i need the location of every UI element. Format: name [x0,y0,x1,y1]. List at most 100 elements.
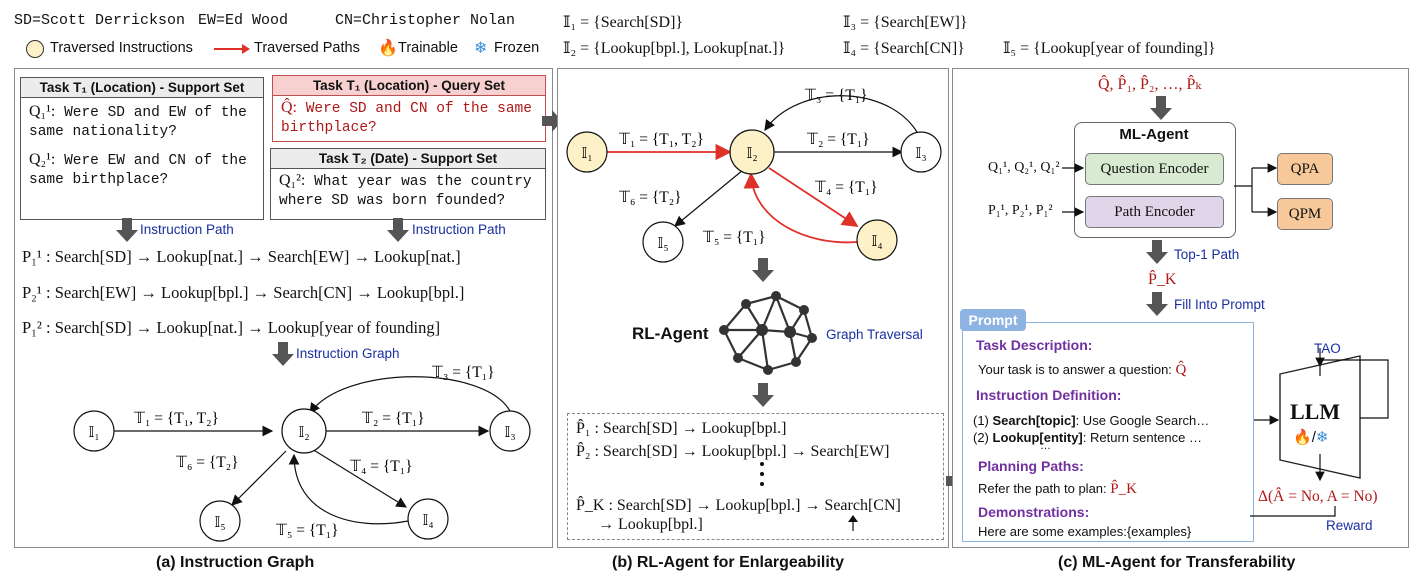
top1-path-label: Top-1 Path [1174,247,1240,262]
reward-label: Reward [1326,518,1373,533]
legend-trainable: Trainable [398,40,458,56]
candidate-path-k-cont: → Lookup[bpl.] [598,516,703,533]
node-i1-label: 𝕀₁ [88,425,99,441]
legend-traversed-paths: Traversed Paths [254,40,360,56]
candidate-path-k: P̂_K : Search[SD] → Lookup[bpl.] → Searc… [576,497,901,514]
flame-icon: 🔥 [378,40,398,57]
node-i5-label: 𝕀₅ [214,515,225,531]
date-support-set-box: Task T₂ (Date) - Support Set Q₁²: What y… [270,148,546,220]
edge-t5-label: 𝕋₅ = {T₁} [275,522,339,539]
node-b-i3 [900,131,942,173]
down-arrow-icon [1146,292,1168,316]
selected-path-label: P̂_K [1148,271,1177,288]
caption-b: (b) RL-Agent for Enlargeability [612,554,844,571]
traversed-node-swatch [26,40,44,58]
edge-b-3-2 [764,95,918,133]
edge-b-t4-label: 𝕋₄ = {T₁} [814,179,878,196]
instruction-def-1: (1) Search[topic]: Use Google Search… [973,413,1210,428]
legend-traversed-instructions: Traversed Instructions [50,40,193,56]
date-question: Q₁²: What year was the country where SD … [279,172,532,209]
qpa-box: QPA [1277,153,1333,185]
tao-label: TAO [1314,341,1341,356]
vertical-ellipsis [760,462,764,486]
node-b-i5 [642,221,684,263]
demonstrations-heading: Demonstrations: [978,504,1090,520]
instruction-path-label-1: Instruction Path [140,222,234,237]
node-i4 [407,498,449,540]
set-i4: 𝕀₄ = {Search[CN]} [843,40,965,57]
llm-status-icons: 🔥/❄ [1293,429,1329,446]
edge-b-t5-label: 𝕋₅ = {T₁} [702,229,766,246]
node-b-i4 [856,219,898,261]
instruction-definition-heading: Instruction Definition: [976,387,1122,403]
node-i1 [73,410,115,452]
edge-b-t2-label: 𝕋₂ = {T₁} [806,131,870,148]
snowflake-icon: ❄ [474,40,488,57]
support-question-1: Q₁¹: Were SD and EW of the same national… [29,103,247,140]
node-i5 [199,500,241,542]
flame-icon: 🔥 [1293,429,1312,446]
down-arrow-icon [272,342,294,366]
path-inputs: P₁¹, P₂¹, P₁² [988,203,1053,218]
edge-2-5 [231,450,287,506]
legend-frozen: Frozen [494,40,540,56]
abbrev-sd: SD=Scott Derrickson [14,12,186,29]
prompt-tag: Prompt [960,309,1026,331]
caption-c: (c) ML-Agent for Transferability [1058,554,1296,571]
abbrev-ew: EW=Ed Wood [198,12,289,29]
red-arrow-icon [214,44,250,54]
node-i3-label: 𝕀₃ [504,425,515,441]
node-b-i1-label: 𝕀₁ [581,146,592,162]
down-arrow-icon [1150,96,1172,120]
query-question: Q̂: Were SD and CN of the same birthplac… [281,99,532,136]
rl-agent-label: RL-Agent [632,324,709,343]
question-inputs: Q₁¹, Q₂¹, Q₁² [988,160,1060,175]
down-arrow-icon [752,258,774,282]
support-set-title: Task T₁ (Location) - Support Set [21,78,263,98]
ml-agent-title: ML-Agent [1119,126,1189,143]
edge-2-4 [311,448,408,508]
candidate-path-1: P̂₁ : Search[SD] → Lookup[bpl.] [576,420,787,437]
support-set-box: Task T₁ (Location) - Support Set Q₁¹: We… [20,77,264,220]
candidate-path-2: P̂₂ : Search[SD] → Lookup[bpl.] → Search… [576,443,890,460]
instruction-def-2: (2) Lookup[entity]: Return sentence … [973,430,1202,445]
down-arrow-icon [387,218,409,242]
edge-t2-label: 𝕋₂ = {T₁} [361,410,425,427]
instruction-graph-label: Instruction Graph [296,346,400,361]
neural-network-icon [719,291,817,375]
node-i2-label: 𝕀₂ [298,425,309,441]
path-encoder: Path Encoder [1085,196,1224,228]
reward-delta: Δ(Â = No, A = No) [1258,488,1378,505]
node-i2 [281,408,327,454]
prompt-box [962,322,1254,542]
node-b-i4-label: 𝕀₄ [871,234,882,250]
date-support-title: Task T₂ (Date) - Support Set [271,149,545,169]
down-arrow-icon [116,218,138,242]
down-arrow-icon [752,383,774,407]
edge-b-t1-label: 𝕋₁ = {T₁, T₂} [618,131,704,148]
planning-paths-text: Refer the path to plan: P̂_K [978,481,1137,497]
demonstrations-text: Here are some examples:{examples} [978,524,1192,539]
path-p2: P₂¹ : Search[EW] → Lookup[bpl.] → Search… [22,283,465,302]
support-question-2: Q₂¹: Were EW and CN of the same birthpla… [29,151,247,188]
set-i5: 𝕀₅ = {Lookup[year of founding]} [1003,40,1216,57]
candidate-paths-box [567,413,944,540]
qpm-box: QPM [1277,198,1333,230]
path-p1: P₁¹ : Search[SD] → Lookup[nat.] → Search… [22,247,461,266]
query-set-title: Task T₁ (Location) - Query Set [273,76,545,96]
down-arrow-icon [1146,240,1168,264]
graph-traversal-label: Graph Traversal [826,327,923,342]
node-b-i2 [729,129,775,175]
question-encoder: Question Encoder [1085,153,1224,185]
snowflake-icon: ❄ [1315,429,1329,446]
llm-diagram [1250,348,1389,517]
instruction-def-ellipsis: … [1040,440,1051,452]
fill-into-prompt-label: Fill Into Prompt [1174,297,1265,312]
node-b-i3-label: 𝕀₃ [915,146,926,162]
node-b-i5-label: 𝕀₅ [657,236,668,252]
caption-a: (a) Instruction Graph [156,554,315,571]
task-description-heading: Task Description: [976,337,1093,353]
set-i2: 𝕀₂ = {Lookup[bpl.], Lookup[nat.]} [563,40,786,57]
llm-label: LLM [1290,399,1341,424]
query-set-box: Task T₁ (Location) - Query Set Q̂: Were … [272,75,546,142]
